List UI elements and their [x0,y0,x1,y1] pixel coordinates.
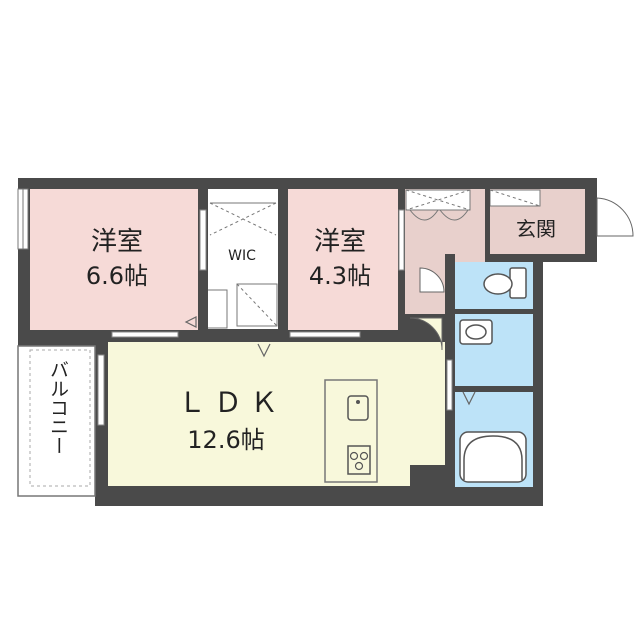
western-room-2 [288,189,398,330]
hall-closet [405,189,471,221]
room-name-entrance: 玄関 [516,217,556,241]
room-size-western-1: 6.6帖 [86,262,148,290]
room-name-balcony: バルコニー [47,360,69,455]
western-room-1 [30,189,198,330]
toilet-icon [483,267,527,299]
sliding-doors [97,209,453,426]
left-window [17,188,29,250]
washbasin-icon [459,319,493,345]
door-markers [184,316,476,406]
door-swings [409,197,634,351]
shoe-closet [489,189,541,207]
room-name-western-2: 洋室 [314,227,366,257]
room-name-wic: WIC [228,248,256,264]
kitchen-counter [324,379,378,483]
stove-icon [347,445,371,475]
room-name-ldk: ＬＤＫ [178,386,286,419]
wic-shelving [204,202,278,329]
room-name-western-1: 洋室 [91,227,143,257]
sink-icon [347,395,369,421]
room-size-western-2: 4.3帖 [309,262,371,290]
bathtub-icon [459,431,527,483]
room-size-ldk: 12.6帖 [187,426,264,454]
balcony [17,345,96,497]
